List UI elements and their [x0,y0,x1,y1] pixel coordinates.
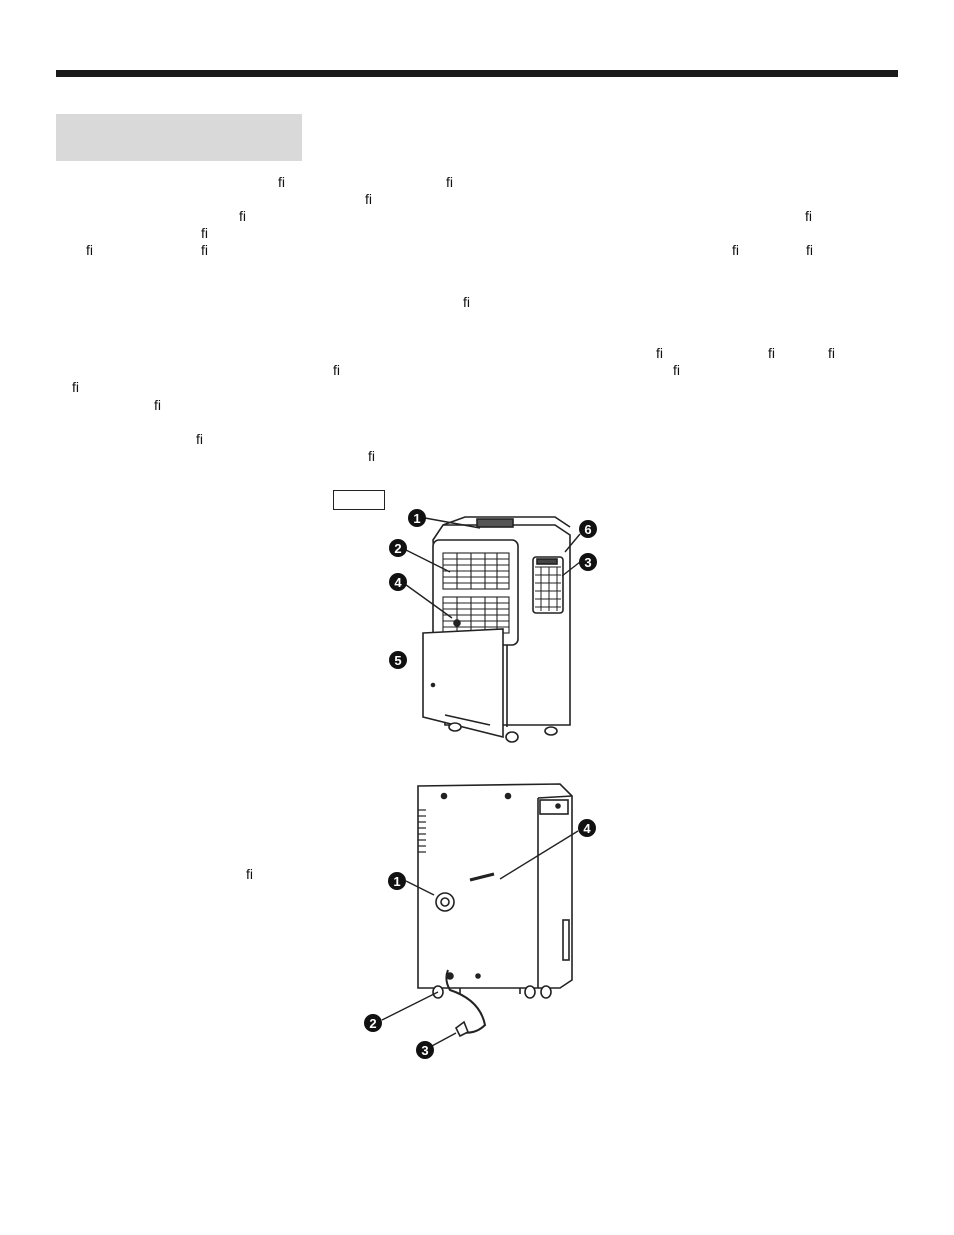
svg-text:2: 2 [394,541,401,556]
dehumidifier-front-illustration [422,516,571,743]
top-rule [56,70,898,77]
callout-6: 6 [579,520,597,538]
svg-text:1: 1 [413,511,420,526]
callout-4: 4 [389,573,407,591]
svg-text:2: 2 [369,1016,376,1031]
text-fragment: ﬁ [446,174,453,190]
text-fragment: ﬁ [72,379,79,395]
text-fragment: ﬁ [154,397,161,413]
rear-callout-2: 2 [364,1014,382,1032]
callout-3: 3 [579,553,597,571]
text-fragment: ﬁ [333,362,340,378]
section-header-box [56,114,302,161]
text-fragment: ﬁ [463,294,470,310]
text-fragment: ﬁ [201,242,208,258]
text-fragment: ﬁ [673,362,680,378]
text-fragment: ﬁ [805,208,812,224]
svg-text:3: 3 [421,1043,428,1058]
text-fragment: ﬁ [365,191,372,207]
rear-callouts: 1 4 2 3 [364,819,596,1059]
rear-callout-4: 4 [578,819,596,837]
text-fragment: ﬁ [239,208,246,224]
svg-text:1: 1 [393,874,400,889]
rear-callout-1: 1 [388,872,406,890]
svg-text:4: 4 [394,575,402,590]
front-callouts: 1 2 4 5 6 3 [389,509,597,669]
text-fragment: ﬁ [732,242,739,258]
text-fragment: ﬁ [278,174,285,190]
rear-callout-3: 3 [416,1041,434,1059]
text-fragment: ﬁ [196,431,203,447]
svg-text:6: 6 [584,522,591,537]
text-fragment: ﬁ [656,345,663,361]
text-fragment: ﬁ [806,242,813,258]
callout-2: 2 [389,539,407,557]
svg-text:5: 5 [394,653,401,668]
callout-5: 5 [389,651,407,669]
text-fragment: ﬁ [768,345,775,361]
dehumidifier-rear-illustration [417,783,573,1038]
svg-text:4: 4 [583,821,591,836]
figure-label-box [333,490,385,510]
text-fragment: ﬁ [246,866,253,882]
text-fragment: ﬁ [201,225,208,241]
text-fragment: ﬁ [368,448,375,464]
callout-1: 1 [408,509,426,527]
text-fragment: ﬁ [86,242,93,258]
svg-text:3: 3 [584,555,591,570]
text-fragment: ﬁ [828,345,835,361]
